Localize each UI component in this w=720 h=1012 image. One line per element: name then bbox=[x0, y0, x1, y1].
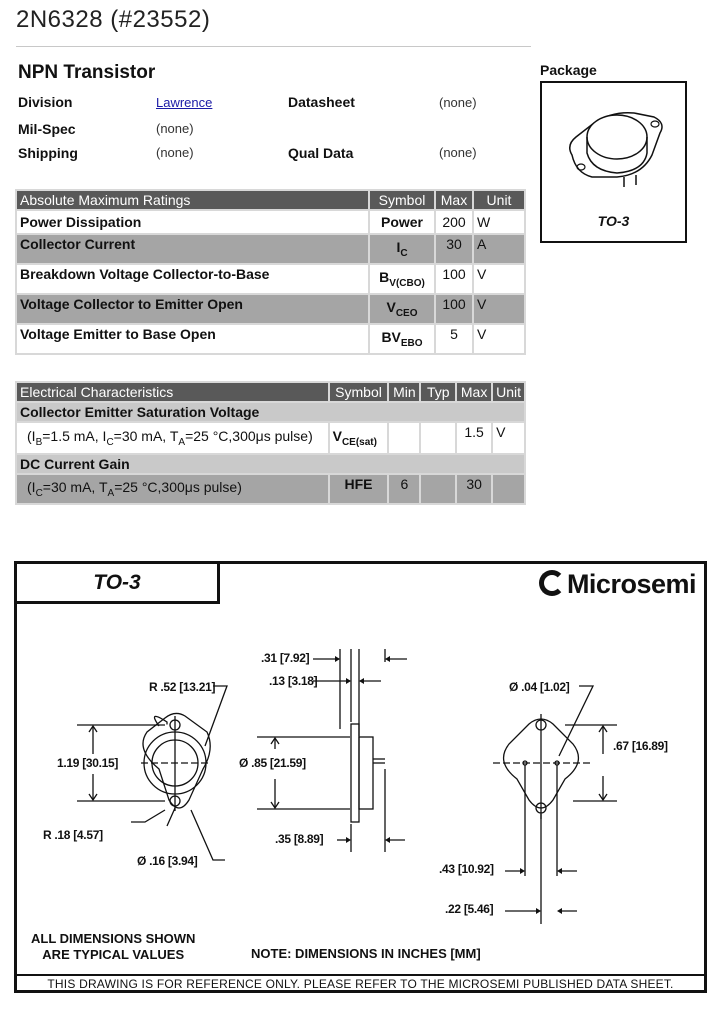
group-name: DC Current Gain bbox=[17, 455, 524, 473]
to3-package-icon bbox=[569, 111, 663, 187]
unit-cell bbox=[493, 475, 524, 503]
electrical-table: Electrical Characteristics Symbol Min Ty… bbox=[15, 381, 526, 505]
dim-d85: Ø .85 [21.59] bbox=[239, 756, 306, 770]
unit-cell: V bbox=[474, 265, 524, 293]
column-header: Absolute Maximum Ratings bbox=[17, 191, 368, 209]
group-row: DC Current Gain bbox=[17, 455, 524, 473]
ratings-table: Absolute Maximum Ratings Symbol Max Unit… bbox=[15, 189, 526, 355]
table-row: Voltage Collector to Emitter Open VCEO 1… bbox=[17, 295, 524, 323]
table-row: Collector Current IC 30 A bbox=[17, 235, 524, 263]
min-value bbox=[389, 423, 420, 453]
datasheet-value: (none) bbox=[439, 95, 477, 110]
column-header: Max bbox=[457, 383, 492, 401]
table-row: Power Dissipation Power 200 W bbox=[17, 211, 524, 233]
max-value: 30 bbox=[457, 475, 492, 503]
column-header: Unit bbox=[474, 191, 524, 209]
symbol-cell: Power bbox=[370, 211, 434, 233]
dim-067: .67 [16.89] bbox=[613, 739, 668, 753]
parameter-name: Power Dissipation bbox=[17, 211, 368, 233]
group-row: Collector Emitter Saturation Voltage bbox=[17, 403, 524, 421]
column-header: Unit bbox=[493, 383, 524, 401]
datasheet-label: Datasheet bbox=[288, 94, 355, 110]
unit-cell: W bbox=[474, 211, 524, 233]
title-divider bbox=[16, 46, 531, 47]
division-link[interactable]: Lawrence bbox=[156, 95, 213, 110]
unit-cell: V bbox=[474, 325, 524, 353]
typ-value bbox=[421, 475, 456, 503]
parameter-name: Voltage Emitter to Base Open bbox=[17, 325, 368, 353]
electrical-header-row: Electrical Characteristics Symbol Min Ty… bbox=[17, 383, 524, 401]
dim-022: .22 [5.46] bbox=[445, 902, 494, 916]
qualdata-value: (none) bbox=[439, 145, 477, 160]
dim-d16: Ø .16 [3.94] bbox=[137, 854, 198, 868]
symbol-cell: BV(CBO) bbox=[370, 265, 434, 293]
mechanical-drawing: TO-3 Microsemi bbox=[14, 561, 707, 993]
symbol-cell: VCEO bbox=[370, 295, 434, 323]
table-row: (IC=30 mA, TA=25 °C,300μs pulse) HFE 6 3… bbox=[17, 475, 524, 503]
max-value: 5 bbox=[436, 325, 472, 353]
ratings-header-row: Absolute Maximum Ratings Symbol Max Unit bbox=[17, 191, 524, 209]
symbol-cell: VCE(sat) bbox=[329, 423, 388, 453]
unit-cell: V bbox=[493, 423, 524, 453]
drawing-title: TO-3 bbox=[17, 564, 220, 604]
brand-name: Microsemi bbox=[566, 569, 697, 599]
shipping-value: (none) bbox=[156, 145, 194, 160]
max-value: 100 bbox=[436, 265, 472, 293]
dim-035: .35 [8.89] bbox=[275, 832, 324, 846]
typ-value bbox=[421, 423, 456, 453]
test-condition: (IC=30 mA, TA=25 °C,300μs pulse) bbox=[17, 475, 328, 503]
group-name: Collector Emitter Saturation Voltage bbox=[17, 403, 524, 421]
microsemi-logo-icon bbox=[538, 570, 565, 596]
typical-values-note: ALL DIMENSIONS SHOWN ARE TYPICAL VALUES bbox=[31, 931, 195, 963]
milspec-value: (none) bbox=[156, 121, 194, 136]
drawing-footer: THIS DRAWING IS FOR REFERENCE ONLY. PLEA… bbox=[17, 974, 704, 992]
column-header: Symbol bbox=[370, 191, 434, 209]
dim-r52: R .52 [13.21] bbox=[149, 680, 216, 694]
parameter-name: Collector Current bbox=[17, 235, 368, 263]
column-header: Max bbox=[436, 191, 472, 209]
column-header: Electrical Characteristics bbox=[17, 383, 328, 401]
unit-cell: A bbox=[474, 235, 524, 263]
table-row: (IB=1.5 mA, IC=30 mA, TA=25 °C,300μs pul… bbox=[17, 423, 524, 453]
division-label: Division bbox=[18, 94, 73, 110]
parameter-name: Breakdown Voltage Collector-to-Base bbox=[17, 265, 368, 293]
part-type: NPN Transistor bbox=[18, 62, 156, 83]
symbol-cell: HFE bbox=[329, 475, 388, 503]
table-row: Voltage Emitter to Base Open BVEBO 5 V bbox=[17, 325, 524, 353]
unit-cell: V bbox=[474, 295, 524, 323]
max-value: 100 bbox=[436, 295, 472, 323]
max-value: 1.5 bbox=[457, 423, 492, 453]
column-header: Symbol bbox=[329, 383, 388, 401]
dim-119: 1.19 [30.15] bbox=[57, 756, 119, 770]
symbol-cell: IC bbox=[370, 235, 434, 263]
package-name: TO-3 bbox=[597, 213, 630, 229]
max-value: 30 bbox=[436, 235, 472, 263]
note-line: ARE TYPICAL VALUES bbox=[42, 947, 185, 962]
min-value: 6 bbox=[389, 475, 420, 503]
dim-d04: Ø .04 [1.02] bbox=[509, 680, 570, 694]
qualdata-label: Qual Data bbox=[288, 145, 354, 161]
page-title: 2N6328 (#23552) bbox=[16, 6, 211, 33]
column-header: Typ bbox=[421, 383, 456, 401]
dim-r18: R .18 [4.57] bbox=[43, 828, 103, 842]
table-row: Breakdown Voltage Collector-to-Base BV(C… bbox=[17, 265, 524, 293]
parameter-name: Voltage Collector to Emitter Open bbox=[17, 295, 368, 323]
test-condition: (IB=1.5 mA, IC=30 mA, TA=25 °C,300μs pul… bbox=[17, 423, 328, 453]
max-value: 200 bbox=[436, 211, 472, 233]
package-image: TO-3 bbox=[540, 81, 687, 243]
package-label: Package bbox=[540, 62, 597, 78]
microsemi-logo: Microsemi bbox=[538, 569, 697, 600]
dim-013: .13 [3.18] bbox=[269, 674, 318, 688]
column-header: Min bbox=[389, 383, 420, 401]
dim-043: .43 [10.92] bbox=[439, 862, 494, 876]
units-note: NOTE: DIMENSIONS IN INCHES [MM] bbox=[251, 946, 481, 961]
milspec-label: Mil-Spec bbox=[18, 121, 76, 137]
dim-031: .31 [7.92] bbox=[261, 651, 310, 665]
note-line: ALL DIMENSIONS SHOWN bbox=[31, 931, 196, 946]
dimension-drawing bbox=[77, 649, 617, 924]
symbol-cell: BVEBO bbox=[370, 325, 434, 353]
shipping-label: Shipping bbox=[18, 145, 78, 161]
